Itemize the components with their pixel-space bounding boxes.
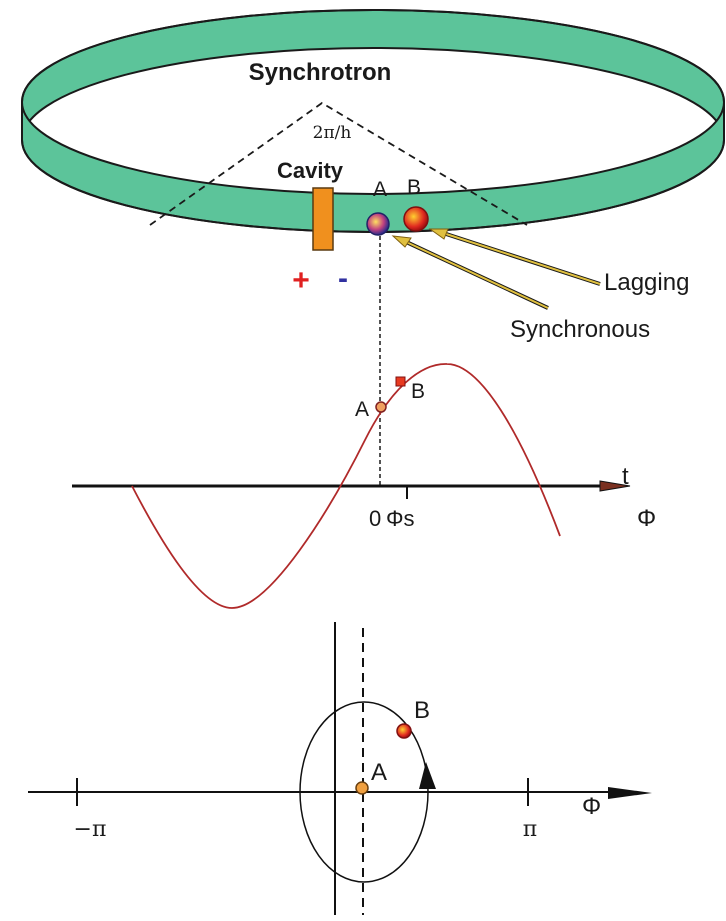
cavity-minus: - — [338, 262, 348, 295]
particle-b — [403, 206, 429, 232]
lagging-arrow — [428, 228, 601, 286]
cavity-plus: + — [292, 264, 310, 297]
synchrotron-ring — [21, 9, 725, 233]
waveform-phi-s-tick-label: Φs — [386, 506, 415, 531]
pi-label: π — [523, 817, 537, 842]
waveform-point-b-label: B — [411, 380, 425, 403]
waveform-axis-t-label: t — [622, 463, 629, 490]
lagging-label: Lagging — [604, 269, 689, 296]
phase-point-a-label: A — [371, 759, 387, 786]
particle-a — [366, 212, 390, 236]
cavity-block — [312, 187, 334, 251]
cavity-label: Cavity — [277, 158, 344, 183]
minus-pi-label: −π — [74, 817, 107, 842]
ring-top-edge — [21, 9, 725, 103]
waveform-origin-tick-label: 0 — [369, 506, 381, 531]
phase-point-a — [355, 781, 369, 795]
ring-band-front — [21, 101, 725, 233]
waveform-axis — [72, 480, 631, 492]
synchronous-label: Synchronous — [510, 316, 650, 343]
harmonic-dashed-triangle — [149, 101, 528, 226]
waveform-point-b — [395, 376, 406, 387]
waveform-point-a — [375, 401, 387, 413]
synchronous-arrow — [391, 235, 549, 310]
harmonic-label: 2π/h — [313, 123, 352, 143]
separatrix-ellipse — [299, 701, 429, 883]
phase-space-axes — [28, 622, 652, 915]
particle-b-label: B — [407, 176, 421, 199]
phase-trajectory-arrow — [419, 762, 436, 789]
ring-title: Synchrotron — [249, 59, 392, 86]
phase-point-b-label: B — [414, 697, 430, 724]
particle-a-label: A — [373, 178, 387, 201]
phase-point-b — [396, 723, 412, 739]
rf-voltage-curve — [131, 363, 561, 609]
phase-axis-phi-label: Φ — [582, 793, 601, 820]
waveform-point-a-label: A — [355, 398, 369, 421]
waveform-axis-phi-label: Φ — [637, 505, 656, 532]
